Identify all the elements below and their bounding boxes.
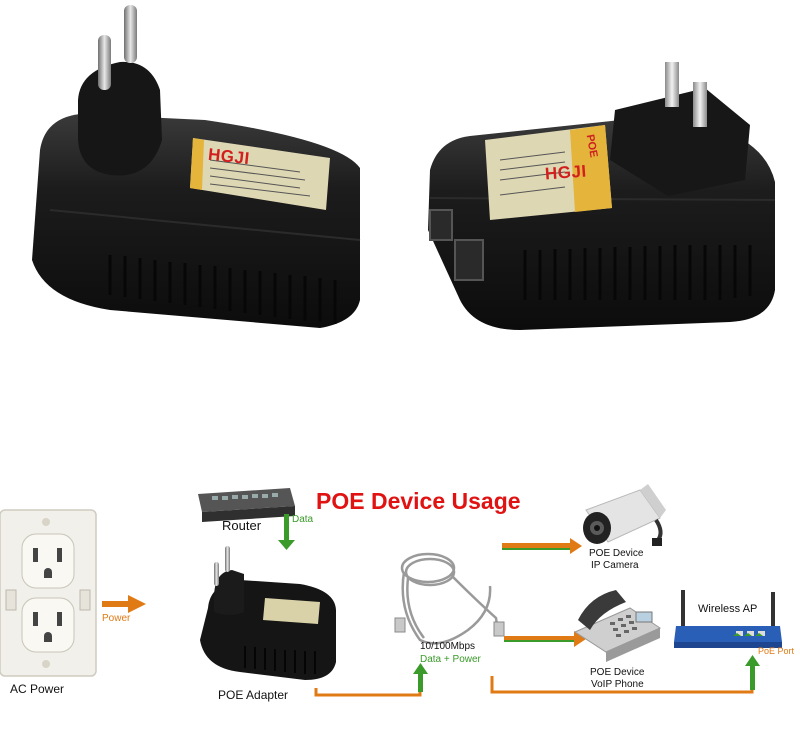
poe-adapter-label: POE Adapter — [218, 688, 289, 702]
diagram-title: POE Device Usage — [316, 488, 521, 514]
data-power-up-arrow-icon — [413, 663, 428, 692]
phone-label-line2: VoIP Phone — [591, 679, 644, 690]
camera-label-line2: IP Camera — [591, 560, 639, 571]
brand-logo-right: HGJI — [544, 161, 588, 184]
data-power-label: Data + Power — [420, 654, 481, 665]
phone-label-line1: POE Device — [590, 667, 645, 678]
eu-pin-icon — [124, 5, 137, 63]
data-label: Data — [292, 514, 314, 525]
arrow-to-ap-icon — [745, 655, 760, 690]
voip-phone-icon — [573, 590, 662, 662]
rj45-port-icon — [454, 239, 484, 281]
arrow-to-camera-icon — [502, 538, 582, 554]
arrow-to-phone-icon — [504, 631, 586, 647]
eu-adapter-photo — [32, 5, 361, 328]
network-cable-icon — [394, 552, 505, 645]
poe-port-label: PoE Port — [758, 646, 795, 656]
data-down-arrow-icon — [278, 514, 295, 550]
camera-label-line1: POE Device — [589, 548, 644, 559]
us-adapter-photo — [428, 62, 776, 330]
eu-pin-icon — [98, 35, 111, 90]
ac-power-label: AC Power — [10, 682, 65, 696]
router-icon — [198, 488, 295, 522]
product-photos — [32, 5, 776, 330]
power-label: Power — [102, 613, 131, 624]
wireless-ap-icon — [674, 590, 782, 648]
us-pin-icon — [693, 82, 707, 127]
brand-logo-left: HGJI — [207, 144, 251, 169]
cable-speed-label: 10/100Mbps — [420, 641, 476, 652]
wireless-ap-label: Wireless AP — [698, 603, 758, 615]
poe-adapter-icon — [200, 546, 336, 680]
us-pin-icon — [665, 62, 679, 107]
ip-camera-icon — [583, 484, 666, 546]
power-arrow-icon — [102, 595, 146, 613]
wall-outlet-icon — [0, 509, 97, 677]
poe-usage-diagram — [0, 484, 782, 697]
rj45-port-icon — [429, 209, 453, 241]
router-label: Router — [222, 518, 262, 533]
